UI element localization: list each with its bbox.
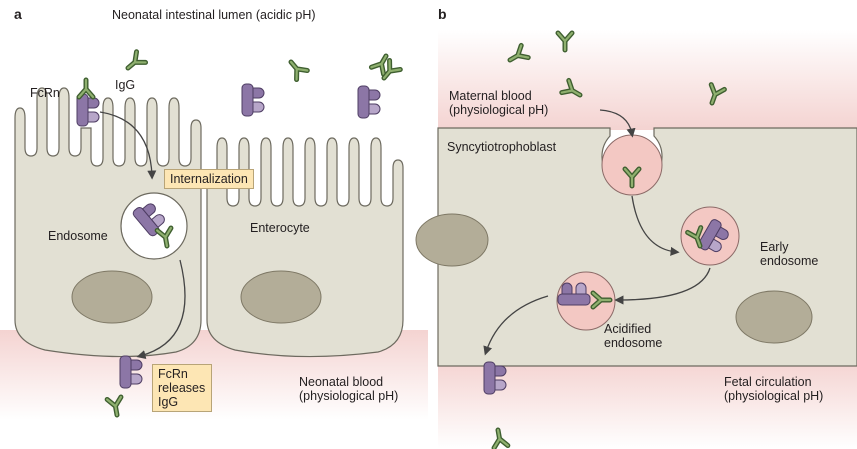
early-endosome-label: Early endosome [760, 240, 818, 268]
placenta-nucleus-right [735, 290, 813, 344]
maternal-blood-label: Maternal blood (physiological pH) [449, 89, 548, 117]
lumen-igg-2 [286, 58, 308, 80]
igg-label: IgG [115, 78, 136, 92]
maternal-line-1: Maternal blood [449, 89, 532, 103]
panel-a-letter: a [14, 6, 22, 22]
panel-a [0, 52, 428, 420]
fcrn-releases-igg-box: FcRn releases IgG [152, 364, 212, 412]
to-acidified-endosome-arrow [614, 267, 711, 305]
right-nucleus [240, 270, 322, 324]
maternal-blood-region [438, 30, 857, 130]
left-nucleus [71, 270, 153, 324]
panel-b [415, 30, 857, 449]
lumen-label: Neonatal intestinal lumen (acidic pH) [112, 8, 316, 22]
acidified-line-1: Acidified [604, 322, 652, 336]
release-line-1: FcRn [158, 367, 188, 381]
syncytiotrophoblast-label: Syncytiotrophoblast [447, 140, 557, 154]
left-enterocyte [14, 87, 202, 358]
exocytosis-arrow [136, 259, 186, 359]
fetal-line-2: (physiological pH) [724, 389, 824, 403]
panel-b-letter: b [438, 6, 447, 22]
maternal-line-2: (physiological pH) [449, 103, 549, 117]
to-fetal-arrow [483, 295, 549, 356]
neonatal-blood-line-2: (physiological pH) [299, 389, 399, 403]
fetal-line-1: Fetal circulation [724, 375, 812, 389]
placenta-nucleus-left [415, 213, 489, 267]
lumen-igg-1 [124, 52, 146, 74]
acidified-endosome-label: Acidified endosome [604, 322, 662, 350]
acidified-line-2: endosome [604, 336, 663, 350]
internalization-arrow [99, 111, 157, 180]
surface-fcrn-3 [357, 85, 381, 119]
release-line-2: releases [158, 381, 206, 395]
fcrn-label: FcRn [30, 86, 60, 100]
to-early-endosome-arrow [631, 195, 680, 256]
fetal-circulation-region [438, 360, 857, 449]
surface-fcrn-2 [241, 83, 265, 117]
early-line-2: endosome [760, 254, 819, 268]
release-line-3: IgG [158, 395, 179, 409]
endosome-label: Endosome [48, 229, 108, 243]
early-line-1: Early [760, 240, 789, 254]
neonatal-blood-label: Neonatal blood (physiological pH) [299, 375, 398, 403]
neonatal-blood-line-1: Neonatal blood [299, 375, 384, 389]
internalization-label: Internalization [164, 169, 254, 189]
fetal-circulation-label: Fetal circulation (physiological pH) [724, 375, 823, 403]
maternal-uptake-arrow [599, 109, 636, 138]
enterocyte-label: Enterocyte [250, 221, 310, 235]
